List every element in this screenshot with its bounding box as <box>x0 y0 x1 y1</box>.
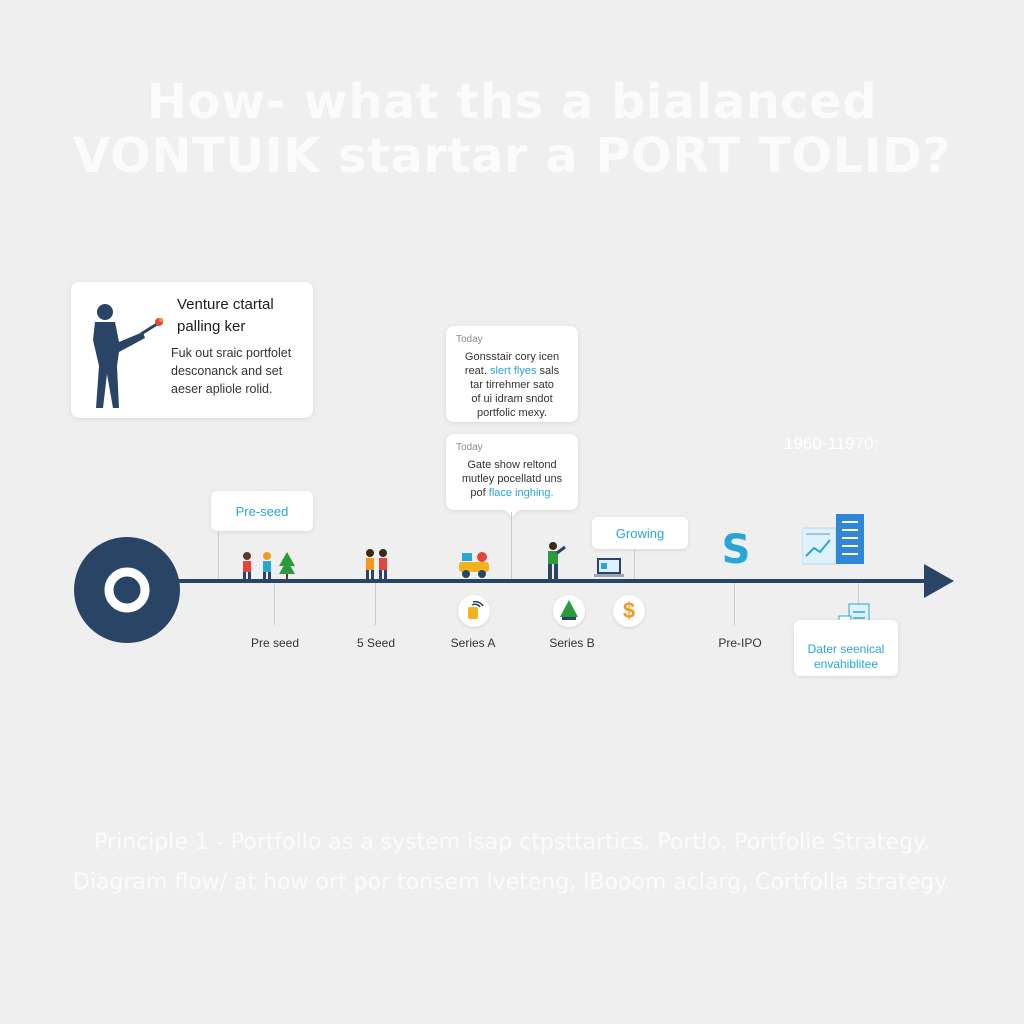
callout-1-line-2-post: sals <box>536 365 560 377</box>
growing-connector <box>634 549 635 579</box>
series-b-circle-icon <box>553 595 585 627</box>
headline-line-1: How- what ths a bialanced <box>146 74 878 130</box>
laptop-icon <box>594 558 624 577</box>
timeline-axis <box>150 579 930 583</box>
series-b-person-icon <box>548 542 566 579</box>
growing-badge-label: Growing <box>615 526 665 541</box>
series-a-circle-icon <box>458 595 490 627</box>
callout-1-label: Today <box>456 334 483 345</box>
stage-label-pre-seed: Pre seed <box>250 636 300 650</box>
timeline-arrowhead-icon <box>924 564 954 598</box>
stage-label-series-a: Series A <box>450 636 496 650</box>
stage-label-series-b: Series B <box>549 636 595 650</box>
callout-1-line-3: tar tirrehmer sato <box>470 379 554 391</box>
timeline-start-node-icon <box>74 537 180 643</box>
callout-2-body: Gate show reltond mutley pocellatd uns p… <box>453 458 571 500</box>
callout-2-line-2: mutley pocellatd uns <box>461 473 563 485</box>
callout-1-highlight: slert flyes <box>489 365 537 377</box>
callout-card-1: Today Gonsstair cory icen reat. slert fl… <box>446 326 578 422</box>
series-a-vehicle-icon <box>459 552 489 578</box>
dollar-circle-icon: $ <box>613 595 645 627</box>
callout-2-connector <box>511 512 512 580</box>
details-connector <box>858 583 859 605</box>
stage-label-pre-ipo: Pre-IPO <box>718 636 762 650</box>
callout-2-line-3: pof flace inghing. <box>453 486 571 500</box>
footer-line-2: Diagram flow/ at how ort por tonsem lvet… <box>72 870 952 895</box>
presenter-figure-icon <box>93 304 163 408</box>
hero-title-line-2: palling ker <box>177 318 246 335</box>
callout-2-label: Today <box>456 442 483 453</box>
hero-title-line-1: Venture ctartal <box>177 296 274 313</box>
callout-1-line-5: portfolic mexy. <box>476 407 548 419</box>
stage-label-seed: 5 Seed <box>356 636 396 650</box>
series-a-badge-icon <box>468 600 484 619</box>
seed-team-icon <box>366 549 387 580</box>
ipo-s-symbol: S <box>721 527 751 573</box>
callout-2-line-3-pre: pof <box>470 487 489 499</box>
pre-seed-tick <box>274 583 275 625</box>
growing-badge: Growing <box>592 517 688 549</box>
callout-2-line-1: Gate show reltond <box>467 459 557 471</box>
hero-card: Venture ctartal palling ker Fuk out srai… <box>71 282 313 418</box>
pre-seed-badge-label: Pre-seed <box>235 504 289 519</box>
callout-1-body: Gonsstair cory icen reat. slert flyes sa… <box>453 350 571 420</box>
callout-2-highlight: flace inghing. <box>488 487 554 499</box>
headline-line-2: VONTUIK startar a PORT TOLID? <box>73 128 951 184</box>
seed-tick <box>375 583 376 625</box>
callout-1-line-2-pre: reat. <box>464 365 490 377</box>
tree-icon <box>560 600 578 620</box>
pre-seed-badge: Pre-seed <box>211 491 313 531</box>
date-range-label: 1960-11970: <box>784 434 879 453</box>
callout-1-line-1: Gonsstair cory icen <box>464 351 560 363</box>
callout-1-line-4: of ui idram sndot <box>471 393 553 405</box>
dollar-symbol: $ <box>622 598 636 623</box>
hero-body-text: Fuk out sraic portfolet desconanck and s… <box>171 346 292 396</box>
callout-2-tail <box>504 502 520 518</box>
footer-line-1: Principle 1 - Portfollo as a system isap… <box>94 830 930 855</box>
pre-ipo-tick <box>734 583 735 625</box>
details-card-label: Dater seenical envahiblitee <box>807 642 885 671</box>
dashboard-document-icon <box>802 514 864 565</box>
pre-seed-connector <box>218 531 219 579</box>
details-card: Dater seenical envahiblitee <box>794 620 898 676</box>
callout-card-2: Today Gate show reltond mutley pocellatd… <box>446 434 578 518</box>
founders-team-icon <box>243 552 295 580</box>
callout-1-line-2: reat. slert flyes sals <box>453 364 571 378</box>
